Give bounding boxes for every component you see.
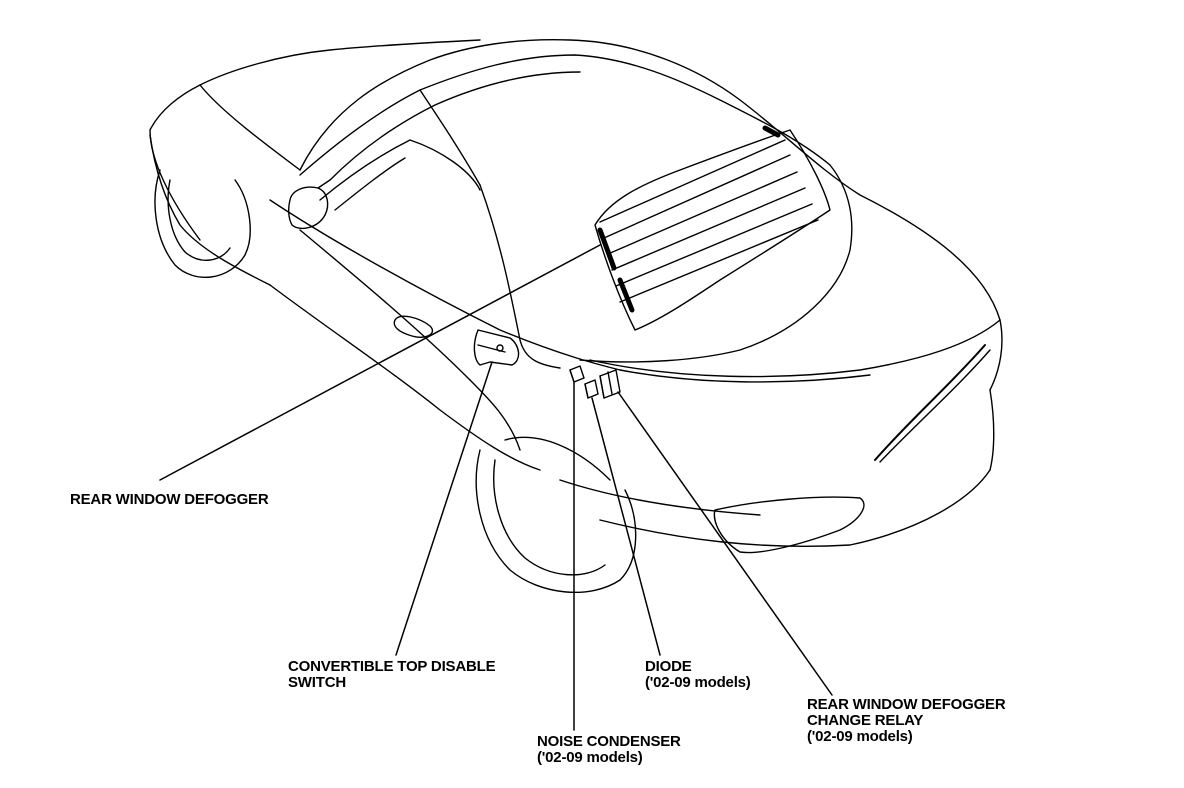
leader-defogger-change-relay [617, 391, 833, 696]
label-diode: DIODE ('02-09 models) [645, 659, 751, 691]
tail-light [713, 496, 865, 554]
car-body [149, 38, 1003, 547]
rear-window [594, 125, 831, 331]
label-relay-line2: CHANGE RELAY [807, 712, 924, 729]
label-noise-condenser-line1: NOISE CONDENSER [537, 733, 681, 750]
label-diode-line2: ('02-09 models) [645, 674, 751, 691]
rear-bumper [874, 344, 991, 463]
rear-wheel [475, 436, 637, 594]
label-rear-window-defogger-change-relay: REAR WINDOW DEFOGGER CHANGE RELAY ('02-0… [807, 697, 1006, 745]
leader-convertible-top-disable-switch [395, 361, 493, 656]
noise-condenser-shape [569, 365, 585, 383]
label-rear-window-defogger: REAR WINDOW DEFOGGER [70, 492, 269, 508]
label-diode-line1: DIODE [645, 658, 692, 675]
leader-lines [159, 244, 833, 731]
front-wheel [154, 169, 251, 279]
label-convertible-top-line2: SWITCH [288, 674, 346, 691]
diode-shape [584, 379, 599, 399]
label-relay-line3: ('02-09 models) [807, 728, 913, 745]
label-noise-condenser: NOISE CONDENSER ('02-09 models) [537, 734, 681, 766]
label-rear-window-defogger-line1: REAR WINDOW DEFOGGER [70, 491, 269, 508]
leader-rear-window-defogger [159, 244, 601, 481]
leader-diode [591, 397, 661, 656]
label-noise-condenser-line2: ('02-09 models) [537, 749, 643, 766]
convertible-top [299, 54, 853, 369]
label-relay-line1: REAR WINDOW DEFOGGER [807, 696, 1006, 713]
side-mirror [287, 179, 331, 230]
defogger-relay-shape [599, 369, 621, 399]
label-convertible-top-line1: CONVERTIBLE TOP DISABLE [288, 658, 496, 675]
label-convertible-top-disable-switch: CONVERTIBLE TOP DISABLE SWITCH [288, 658, 496, 691]
convertible-top-disable-switch-shape [473, 329, 520, 366]
